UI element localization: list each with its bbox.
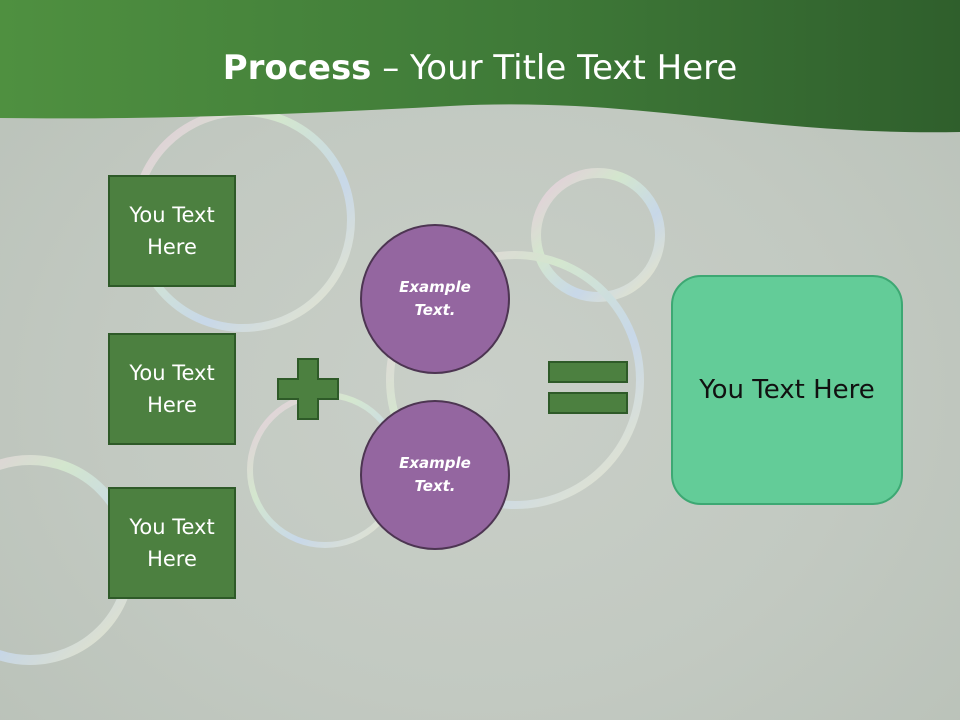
left-box-label: You Text Here: [129, 361, 215, 417]
circle-1[interactable]: Example Text.: [360, 224, 510, 374]
equals-icon: [548, 361, 628, 414]
result-label: You Text Here: [699, 375, 875, 405]
left-box-2[interactable]: You Text Here: [108, 333, 236, 445]
slide-title: Process – Your Title Text Here: [0, 48, 960, 88]
result-box[interactable]: You Text Here: [671, 275, 903, 505]
plus-icon: [277, 358, 339, 420]
left-box-3[interactable]: You Text Here: [108, 487, 236, 599]
circle-label: Example Text.: [399, 278, 471, 319]
title-bold: Process: [222, 48, 372, 88]
left-box-label: You Text Here: [129, 203, 215, 259]
circle-label: Example Text.: [399, 454, 471, 495]
left-box-label: You Text Here: [129, 515, 215, 571]
circle-2[interactable]: Example Text.: [360, 400, 510, 550]
header-band: [0, 0, 960, 133]
left-box-1[interactable]: You Text Here: [108, 175, 236, 287]
title-rest: – Your Title Text Here: [371, 48, 738, 88]
